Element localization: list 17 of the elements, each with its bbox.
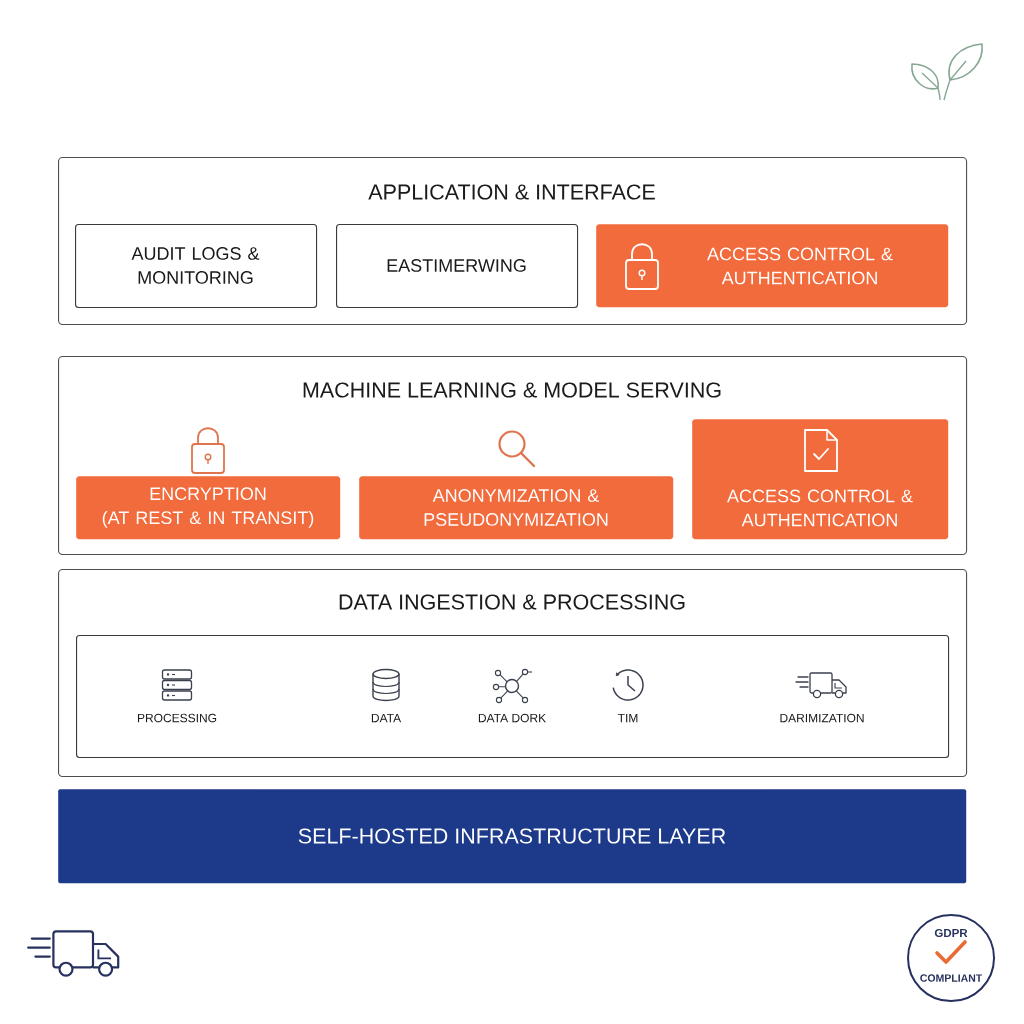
component-label: DARIMIZATION	[780, 713, 864, 723]
component-label: PROCESSING	[138, 713, 217, 723]
module-box: ENCRYPTION (AT REST & IN TRANSIT)	[76, 476, 341, 540]
layer-heading: APPLICATION & INTERFACE	[368, 184, 655, 200]
layer-heading: DATA INGESTION & PROCESSING	[339, 594, 685, 610]
component-label: DATA	[371, 713, 402, 723]
module-box: ACCESS CONTROL & AUTHENTICATION	[692, 419, 949, 540]
layer-heading: MACHINE LEARNING & MODEL SERVING	[303, 382, 721, 398]
module-box: ANONYMIZATION & PSEUDONYMIZATION	[359, 476, 674, 540]
infrastructure-band: SELF-HOSTED INFRASTRUCTURE LAYER	[58, 789, 967, 884]
module-box: AUDIT LOGS & MONITORING	[75, 224, 318, 309]
badge-text: COMPLIANT	[920, 974, 983, 982]
component-label: TIM	[617, 713, 638, 723]
module-box: EASTIMERWING	[336, 224, 579, 309]
component-label: DATA DORK	[478, 713, 546, 723]
module-box: ACCESS CONTROL & AUTHENTICATION	[596, 224, 949, 308]
badge-text: GDPR	[934, 928, 968, 938]
